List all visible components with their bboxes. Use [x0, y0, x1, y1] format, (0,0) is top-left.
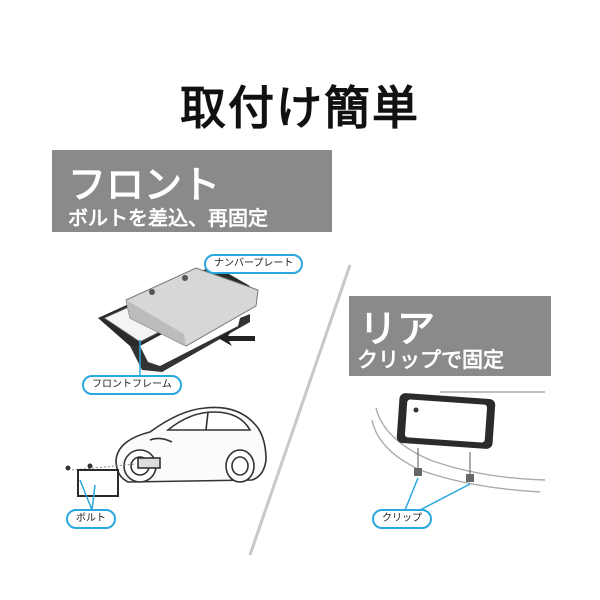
front-heading: フロント	[68, 163, 221, 207]
label-number-plate: ナンバープレート	[204, 254, 304, 274]
bolt-detail-illustration	[65, 463, 137, 511]
car-illustration	[115, 406, 267, 483]
front-header-box: フロント ボルトを差込、再固定	[52, 150, 332, 232]
clip-right	[466, 474, 474, 482]
label-clip: クリップ	[372, 509, 432, 529]
rear-header-box: リア クリップで固定	[349, 296, 551, 376]
front-subheading: ボルトを差込、再固定	[68, 206, 268, 230]
clip-left	[414, 468, 422, 476]
rear-frame-illustration	[396, 393, 496, 511]
section-divider	[248, 264, 352, 556]
rear-heading: リア	[359, 307, 436, 351]
front-frame-illustration	[98, 261, 259, 378]
label-front-frame: フロントフレーム	[82, 375, 182, 395]
page-title: 取付け簡単	[180, 81, 420, 135]
label-bolt: ボルト	[66, 509, 116, 529]
rear-subheading: クリップで固定	[357, 348, 504, 372]
arrow-icon	[218, 330, 255, 346]
bumper-illustration	[371, 391, 546, 493]
